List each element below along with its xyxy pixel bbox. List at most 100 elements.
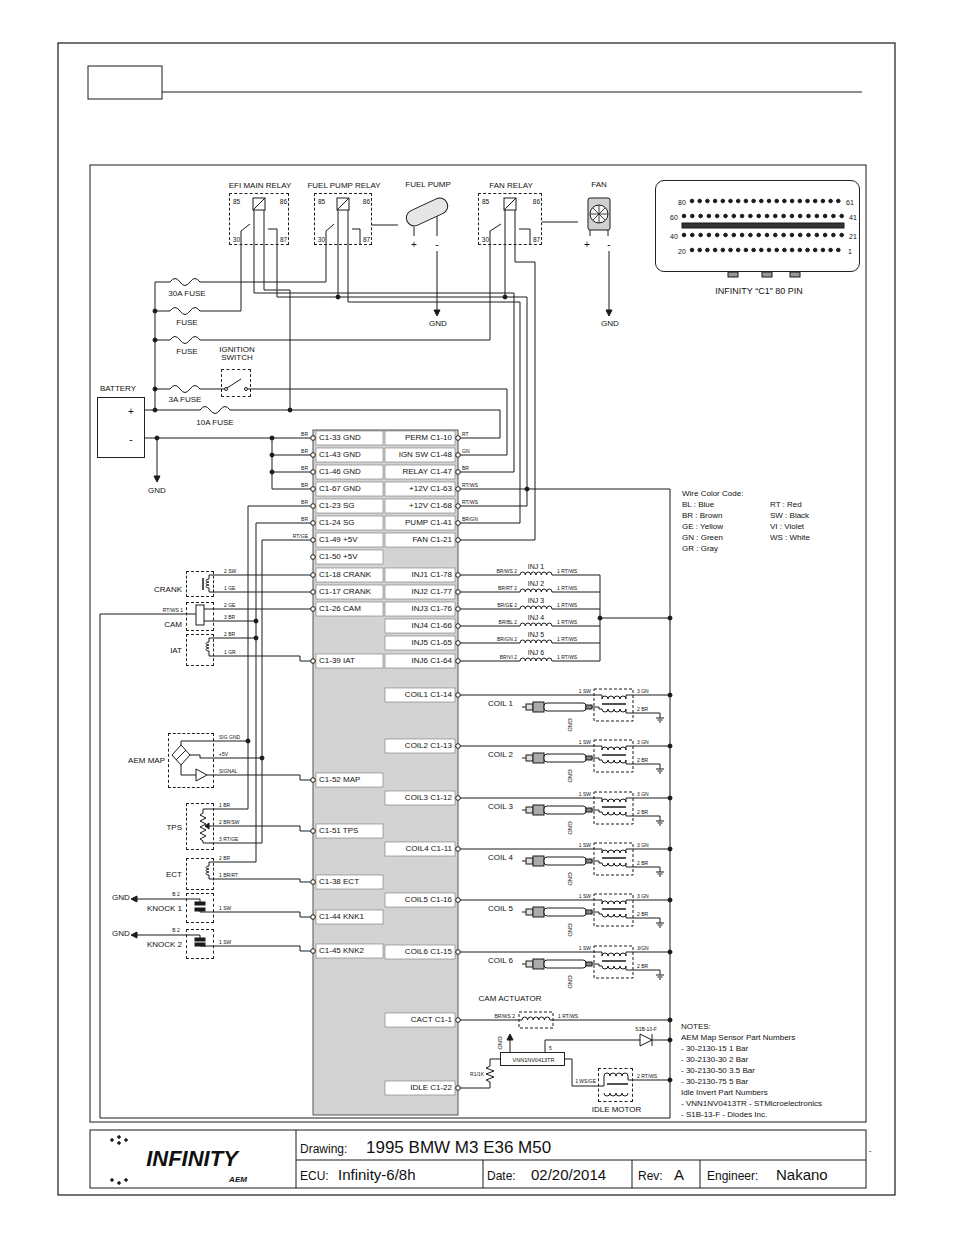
pin-terminal (456, 590, 461, 595)
wire (214, 809, 248, 810)
wire (633, 867, 660, 868)
wire (633, 713, 660, 714)
color-code-text: SW : Black (770, 512, 809, 520)
hall-element (196, 605, 204, 625)
junction-dot (288, 408, 292, 412)
connector-pin (713, 199, 717, 203)
connector-pin (832, 233, 836, 237)
wire-color-label: BR (301, 483, 308, 488)
wire (633, 798, 670, 799)
pin-terminal (456, 453, 461, 458)
coil-label: GND (567, 718, 573, 731)
coil-label: 1 SW (579, 894, 591, 899)
ground-arrow (131, 932, 137, 938)
plug-insulator (544, 806, 586, 814)
thermistor-symbol (206, 642, 209, 651)
coil-label: GND (567, 923, 573, 936)
title-block-text: - (869, 1147, 872, 1155)
color-code-text: BR : Brown (682, 512, 722, 520)
sensor-box: CAM (186, 602, 214, 631)
injector-label: BR/WS 2 (496, 569, 517, 574)
wire (552, 609, 600, 610)
fan-blade (590, 205, 608, 223)
pin-box (316, 944, 383, 958)
connector-pin (721, 199, 725, 203)
connector-pin (744, 248, 748, 252)
coil-label: COIL 4 (488, 854, 513, 862)
connector-pin (765, 233, 769, 237)
connector-pin (752, 248, 756, 252)
connector-pin (783, 199, 787, 203)
pin-box (316, 465, 383, 479)
pin-label: C1-44 KNK1 (319, 913, 364, 921)
coil-label: 2 BR (637, 707, 648, 712)
node-text: 21 (849, 233, 857, 240)
sensor-lead (203, 809, 214, 813)
pin-label: RELAY C1-47 (402, 468, 452, 476)
sensor-wire-label: 2 SW (224, 569, 236, 574)
relay-lead (254, 210, 255, 245)
node-text: FUEL PUMP RELAY (307, 182, 380, 190)
plug-thread (526, 858, 533, 864)
node-text: INFINITY “C1” 80 PIN (715, 287, 802, 296)
connector-pin (744, 199, 748, 203)
sensor-wire-label: 1 GE (224, 586, 235, 591)
wire (214, 826, 313, 831)
wire-color-label: BR (462, 466, 469, 471)
sensor-wire-label: 1 BR (219, 803, 230, 808)
pin-label: INJ4 C1-66 (412, 622, 452, 630)
coil-lead (594, 695, 602, 699)
battery: BATTERY+- (97, 397, 145, 458)
sensor-lead (200, 946, 214, 947)
wire (633, 1080, 670, 1081)
plug-insulator (544, 703, 586, 711)
pin-label: COIL3 C1-12 (405, 794, 452, 802)
node-text: TPS (166, 824, 182, 832)
plug-electrode (522, 861, 526, 862)
coil-label: 1 SW (579, 843, 591, 848)
wire (272, 472, 313, 473)
pin-box (385, 499, 455, 513)
node-text: 61 (846, 199, 854, 206)
note-text: - 30-2130-50 3.5 Bar (681, 1067, 755, 1075)
junction-dot (336, 295, 340, 299)
wire (248, 506, 313, 809)
pin-box (316, 448, 383, 462)
sensor-wire-label: B 2 (172, 892, 180, 897)
wire (652, 1040, 670, 1041)
wire (458, 643, 520, 644)
pin-label: INJ5 C1-65 (412, 639, 452, 647)
wire (458, 746, 594, 747)
node-text: - (607, 240, 610, 250)
wire (214, 638, 256, 639)
connector-pin (760, 248, 764, 252)
connector-pin (749, 233, 753, 237)
node-text: + (411, 240, 417, 250)
logo-dot (118, 1136, 121, 1139)
pin-box (385, 1013, 455, 1027)
wire-color-label: BR (301, 517, 308, 522)
pin-terminal (456, 744, 461, 749)
connector-pin (798, 233, 802, 237)
junction-dot (254, 636, 258, 640)
pin-box (316, 499, 383, 513)
wire (214, 843, 262, 844)
wire (100, 614, 670, 1118)
coil-winding (602, 953, 626, 956)
connector-pin (767, 248, 771, 252)
node-text: 30 (318, 237, 325, 244)
connector-pin (840, 214, 844, 218)
coil-lead (592, 861, 602, 863)
connector-pin (815, 214, 819, 218)
connector-pin (706, 248, 710, 252)
junction-dot (153, 338, 157, 342)
coil-label: 2 BR (637, 912, 648, 917)
relay-box: FAN RELAY85863087 (478, 193, 542, 245)
wire-connector (542, 222, 578, 223)
pin-terminal (311, 778, 316, 783)
node-text: - (435, 240, 438, 250)
sensor-wire-label: 3 RT/GE (219, 837, 238, 842)
coil-box (594, 689, 633, 721)
connector-tab (728, 272, 738, 277)
driver-chip: VNN1NV0413TR (500, 1052, 565, 1066)
